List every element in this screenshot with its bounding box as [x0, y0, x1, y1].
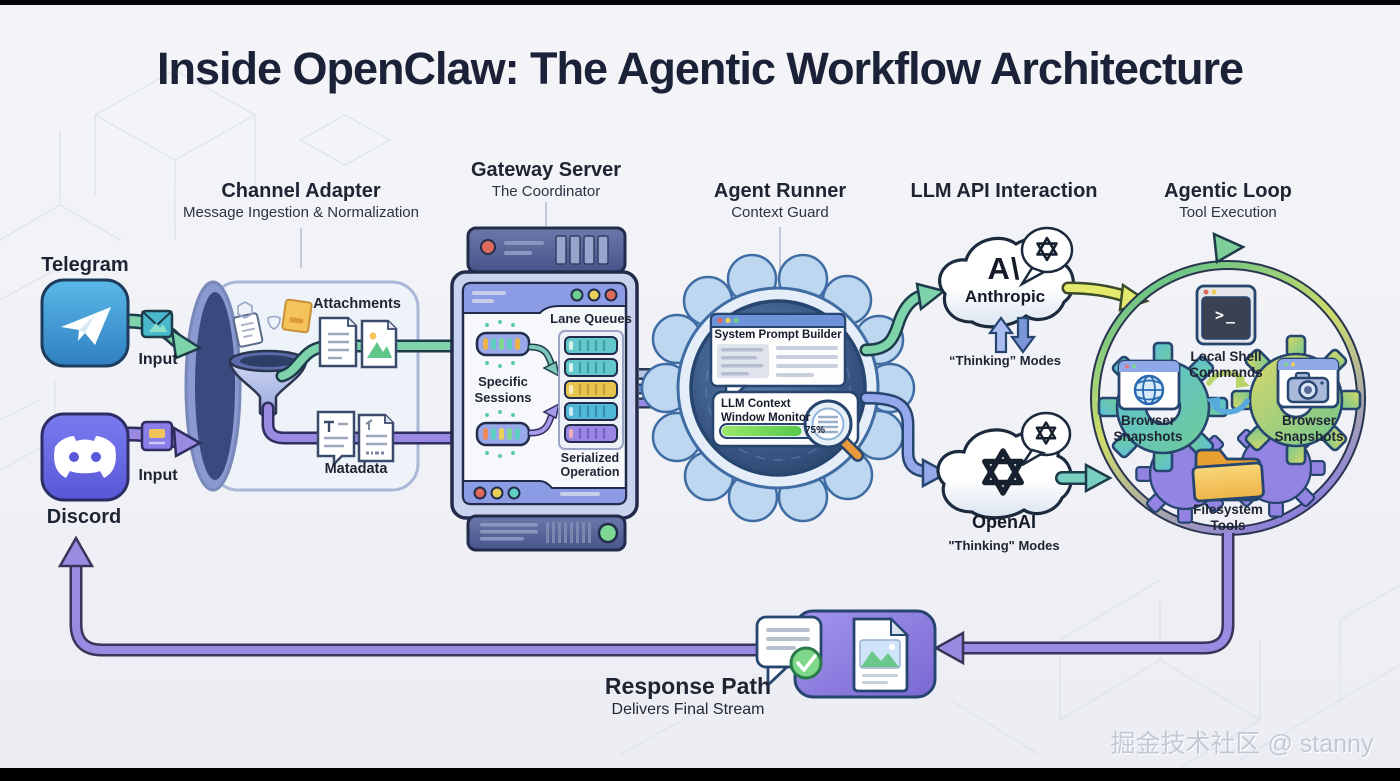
anthropic-cloud — [938, 226, 1075, 329]
agent-runner-subtitle: Context Guard — [731, 204, 829, 221]
system-prompt-builder-label: System Prompt Builder — [714, 329, 842, 341]
response-path-box — [755, 609, 937, 699]
context-usage-percent: 75% — [804, 425, 826, 436]
top-letterbox-bar — [0, 0, 1400, 5]
local-shell-commands-label: Local Shell Commands — [1189, 349, 1263, 381]
agent-runner-brain — [640, 253, 916, 523]
serialized-operation-label: Serialized Operation — [560, 451, 620, 480]
attachments-label: Attachments — [313, 296, 401, 312]
channel-adapter-title: Channel Adapter — [221, 180, 381, 202]
terminal-icon — [1195, 284, 1257, 346]
browser-snapshots-right-label: Browser Snapshots — [1274, 413, 1344, 445]
bottom-letterbox-bar — [0, 768, 1400, 781]
lane-queue-panel — [558, 330, 624, 450]
channel-adapter-subtitle: Message Ingestion & Normalization — [183, 204, 419, 221]
discord-label: Discord — [46, 506, 122, 528]
openai-label: OpenAI — [971, 512, 1037, 532]
browser-camera-icon — [1276, 357, 1340, 409]
metadata-label: Matadata — [324, 461, 388, 477]
terminal-prompt-glyph: >_ — [1214, 306, 1238, 324]
loop-arrowhead — [1212, 231, 1246, 265]
context-monitor-label: LLM Context Window Monitor — [721, 398, 811, 425]
gateway-server-illustration — [450, 226, 639, 552]
page-title: Inside OpenClaw: The Agentic Workflow Ar… — [157, 43, 1244, 94]
context-progress-fill — [722, 426, 802, 436]
attachment-doc-icon — [318, 316, 358, 368]
response-path-subtitle: Delivers Final Stream — [611, 701, 765, 718]
folder-icon — [1191, 448, 1265, 503]
watermark: 掘金技术社区 @ stanny — [1110, 730, 1374, 758]
discord-input-label: Input — [138, 467, 178, 484]
response-return-path — [57, 535, 797, 657]
loop-response-path — [933, 533, 1235, 666]
magnifier-icon — [803, 399, 864, 462]
message-chip-icon — [140, 420, 174, 452]
anthropic-thinking-modes-label: “Thinking” Modes — [949, 353, 1061, 368]
refresh-cycle-icon — [1206, 370, 1250, 415]
text-doc-icon — [316, 410, 356, 468]
floating-ingest-icons — [232, 298, 313, 348]
openai-bubble-icon — [1018, 226, 1074, 288]
gateway-server-subtitle: The Coordinator — [491, 183, 601, 200]
lane-queues-label: Lane Queues — [550, 311, 632, 326]
arrow-up-icon — [987, 316, 1015, 354]
telegram-icon — [40, 278, 130, 368]
anthropic-logo: A\ — [987, 251, 1021, 286]
image-document-icon — [852, 616, 910, 693]
discord-icon — [40, 412, 130, 502]
telegram-label: Telegram — [41, 254, 129, 276]
context-monitor-card — [711, 390, 864, 462]
openai-loop-arrow — [1055, 462, 1113, 494]
openai-thinking-modes-label: "Thinking" Modes — [948, 538, 1060, 553]
background-wireframe-decor — [0, 69, 1400, 781]
gateway-server-title: Gateway Server — [470, 159, 622, 181]
response-path-title: Response Path — [604, 673, 772, 699]
browser-snapshots-left-label: Browser Snapshots — [1113, 413, 1183, 445]
openai-cloud — [936, 411, 1073, 520]
agentic-loop-subtitle: Tool Execution — [1179, 204, 1277, 221]
check-circle-icon — [789, 646, 823, 680]
message-chip-icon — [140, 309, 174, 339]
brain-openai-arrow — [859, 391, 950, 489]
telegram-input-label: Input — [138, 351, 178, 368]
brain-anthropic-arrow — [859, 282, 947, 357]
session-pill — [475, 320, 531, 368]
specific-sessions-label: Specific Sessions — [474, 374, 532, 405]
browser-globe-icon — [1117, 359, 1181, 411]
anthropic-label: Anthropic — [964, 287, 1046, 306]
arrow-down-icon — [1009, 316, 1037, 354]
agent-runner-title: Agent Runner — [713, 180, 847, 202]
filesystem-tools-label: Filesystem Tools — [1193, 502, 1263, 534]
discord-input-arrow — [120, 420, 203, 459]
openai-bubble-icon — [1020, 411, 1072, 467]
image-doc-icon — [360, 319, 398, 369]
telegram-input-arrow — [120, 309, 203, 360]
metadata-doc-icon — [357, 413, 395, 463]
anthropic-thinking-arrows — [987, 316, 1037, 354]
llm-api-title: LLM API Interaction — [910, 180, 1098, 202]
agentic-loop-title: Agentic Loop — [1164, 180, 1292, 202]
yellow-file-icon — [281, 298, 313, 334]
